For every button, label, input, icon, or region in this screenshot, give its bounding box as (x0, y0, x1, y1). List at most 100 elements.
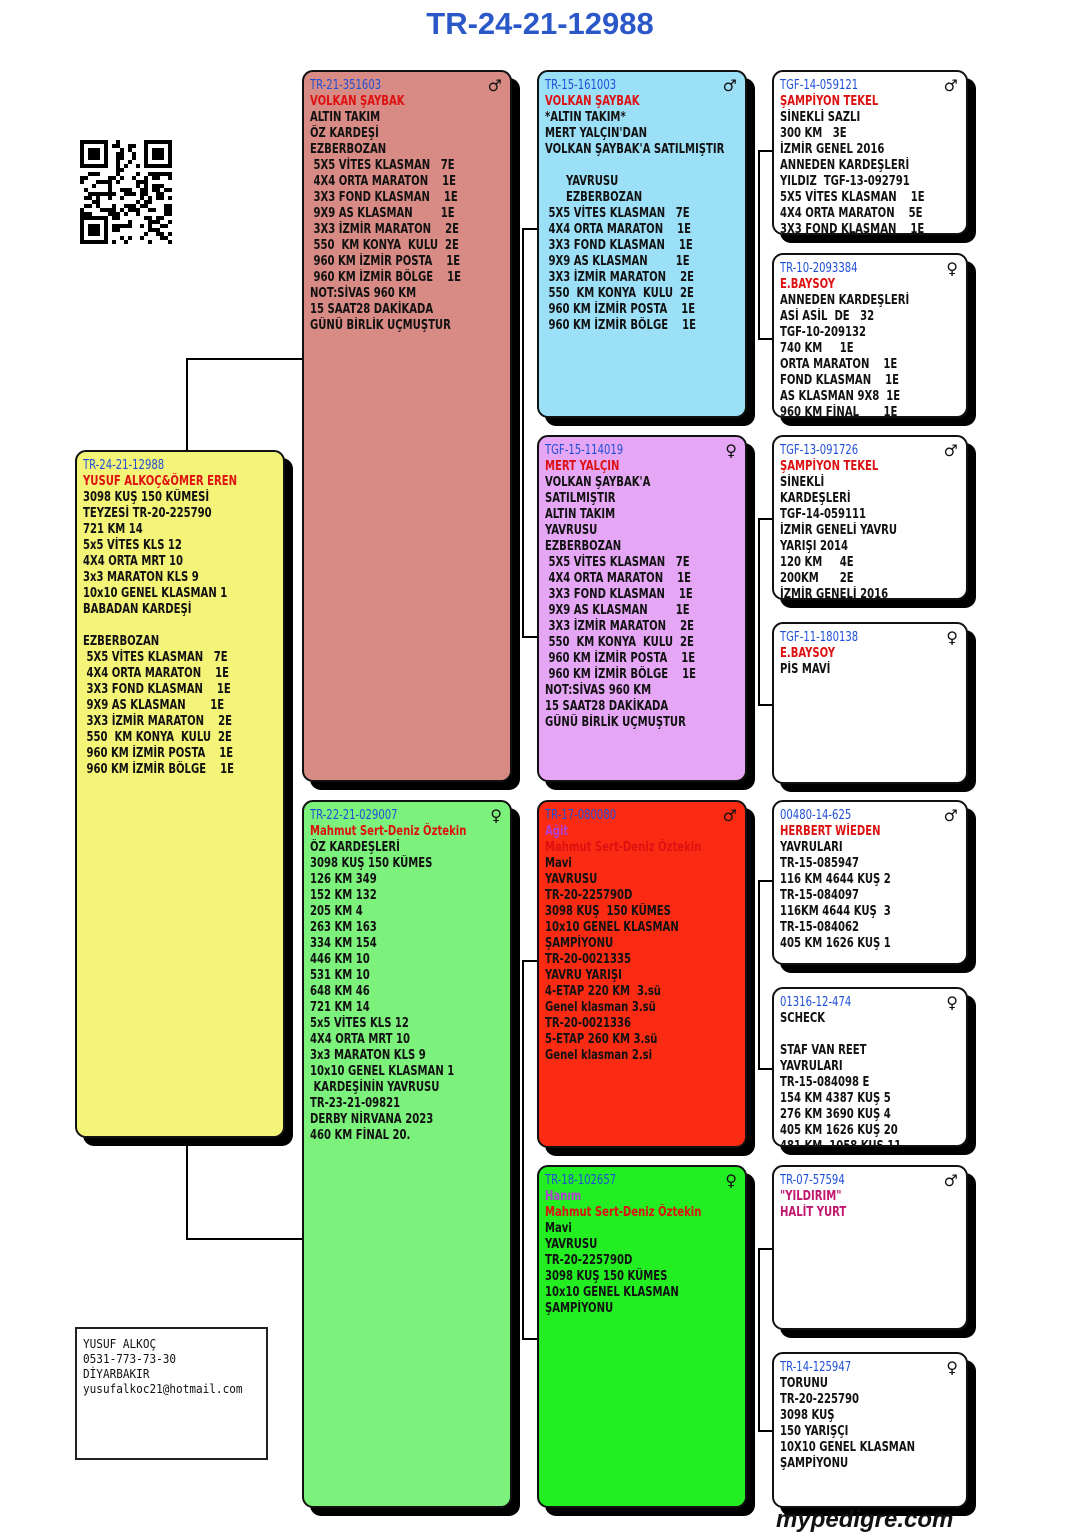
ring-number: TR-10-2093384 (780, 261, 858, 276)
connector-line (758, 1248, 760, 1432)
info-line: TR-20-225790D (545, 888, 633, 903)
info-line: YAVRUSU (545, 174, 619, 189)
ring-number: TGF-14-059121 (780, 78, 859, 93)
info-line: 4-ETAP 220 KM 3.sü (545, 984, 661, 999)
info-line: 721 KM 14 (83, 522, 143, 537)
connector-line (186, 1238, 302, 1240)
info-line: YAVRUSU (545, 1237, 598, 1252)
info-line: KARDEŞLERİ (780, 491, 851, 506)
info-line: İZMİR GENELİ YAVRU (780, 523, 898, 538)
connector-line (522, 960, 524, 1340)
info-line: 460 KM FİNAL 20. (310, 1128, 411, 1143)
info-line: ANNEDEN KARDEŞLERİ (780, 293, 910, 308)
info-line: 3098 KUŞ 150 KÜMES (545, 1269, 668, 1284)
owner-name: SCHECK (780, 1011, 826, 1026)
info-line: AS KLASMAN 9X8 1E (780, 389, 901, 404)
info-line: 3X3 İZMİR MARATON 2E (545, 619, 694, 634)
contact-box: YUSUF ALKOÇ 0531-773-73-30 DİYARBAKIR yu… (75, 1327, 268, 1460)
info-line: 960 KM İZMİR POSTA 1E (545, 651, 696, 666)
connector-line (758, 338, 772, 340)
info-line: YAVRUSU (545, 523, 598, 538)
info-line: TR-15-084062 (780, 920, 859, 935)
info-line: TR-15-084098 E (780, 1075, 870, 1090)
contact-city: DİYARBAKIR (83, 1367, 150, 1381)
connector-line (758, 1430, 772, 1432)
info-line: 3098 KUŞ 150 KÜMESİ (83, 490, 210, 505)
owner-name: Mahmut Sert-Deniz Öztekin (310, 824, 467, 839)
info-line: TR-15-084097 (780, 888, 859, 903)
info-line: 3X3 FOND KLASMAN 1E (545, 238, 693, 253)
info-line: VOLKAN ŞAYBAK'A (545, 475, 651, 490)
info-line: 740 KM 1E (780, 341, 854, 356)
info-line: 481 KM 1058 KUŞ 11 (780, 1139, 902, 1147)
info-line: 200KM 2E (780, 571, 854, 586)
info-line: TR-20-225790 (780, 1392, 859, 1407)
ring-number: TGF-13-091726 (780, 443, 859, 458)
info-line: 960 KM İZMİR POSTA 1E (545, 302, 696, 317)
info-line: 960 KM FİNAL 1E (780, 405, 898, 418)
male-symbol-icon: ♂ (943, 76, 958, 95)
male-symbol-icon: ♂ (943, 806, 958, 825)
info-line: NOT:SİVAS 960 KM (310, 286, 417, 301)
qr-code[interactable] (80, 140, 172, 244)
male-symbol-icon: ♂ (487, 76, 502, 95)
info-line: 446 KM 10 (310, 952, 370, 967)
info-line: 9X9 AS KLASMAN 1E (545, 603, 690, 618)
info-line: 152 KM 132 (310, 888, 377, 903)
info-line: 3X3 FOND KLASMAN 1E (83, 682, 231, 697)
info-line: 3X3 İZMİR MARATON 2E (545, 270, 694, 285)
info-line: TR-23-21-09821 (310, 1096, 401, 1111)
pedigree-card-dds[interactable]: ♂TR-07-57594"YILDIRIM"HALİT YURT (772, 1165, 968, 1330)
connector-line (758, 880, 772, 882)
info-line: ASİ ASİL DE 32 (780, 309, 875, 324)
info-line: 276 KM 3690 KUŞ 4 (780, 1107, 891, 1122)
info-line: TGF-10-209132 (780, 325, 866, 340)
info-line: 9X9 AS KLASMAN 1E (545, 254, 690, 269)
connector-line (186, 358, 188, 450)
info-line: ŞAMPİYONU (545, 936, 614, 951)
info-line: 3X3 FOND KLASMAN 1E (780, 222, 925, 235)
site-watermark[interactable]: mypedigre.com (776, 1506, 954, 1533)
owner-name: Hanım (545, 1189, 582, 1204)
info-line: 9X9 AS KLASMAN 1E (310, 206, 455, 221)
male-symbol-icon: ♂ (722, 76, 737, 95)
info-line: 300 KM 3E (780, 126, 847, 141)
info-line: Mavi (545, 1221, 572, 1236)
info-line: *ALTIN TAKIM* (545, 110, 626, 125)
info-line: 10x10 GENEL KLASMAN 1 (310, 1064, 455, 1079)
info-line: 3X3 FOND KLASMAN 1E (545, 587, 693, 602)
ring-number: TR-15-161003 (545, 78, 617, 93)
info-line: 10x10 GENEL KLASMAN 1 (83, 586, 228, 601)
info-line: 5X5 VİTES KLASMAN 7E (545, 206, 690, 221)
connector-line (522, 1338, 537, 1340)
info-line: YILDIZ TGF-13-092791 (780, 174, 910, 189)
info-line (545, 158, 713, 174)
owner-name: E.BAYSOY (780, 277, 836, 292)
info-line: 4X4 ORTA MRT 10 (83, 554, 183, 569)
info-line: YAVRU YARIŞI (545, 968, 622, 983)
owner-name: Ağit (545, 824, 569, 839)
contact-email[interactable]: yusufalkoc21@hotmail.com (83, 1382, 243, 1396)
info-line: İZMİR GENEL 2016 (780, 142, 885, 157)
ring-number: TR-21-351603 (310, 78, 382, 93)
info-line: NOT:SİVAS 960 KM (545, 683, 652, 698)
info-line: 550 KM KONYA KULU 2E (545, 286, 694, 301)
info-line: 550 KM KONYA KULU 2E (545, 635, 694, 650)
info-line: 4X4 ORTA MARATON 1E (545, 571, 691, 586)
info-line: 4X4 ORTA MARATON 5E (780, 206, 923, 221)
owner-subname: Mahmut Sert-Deniz Öztekin (545, 1205, 702, 1220)
